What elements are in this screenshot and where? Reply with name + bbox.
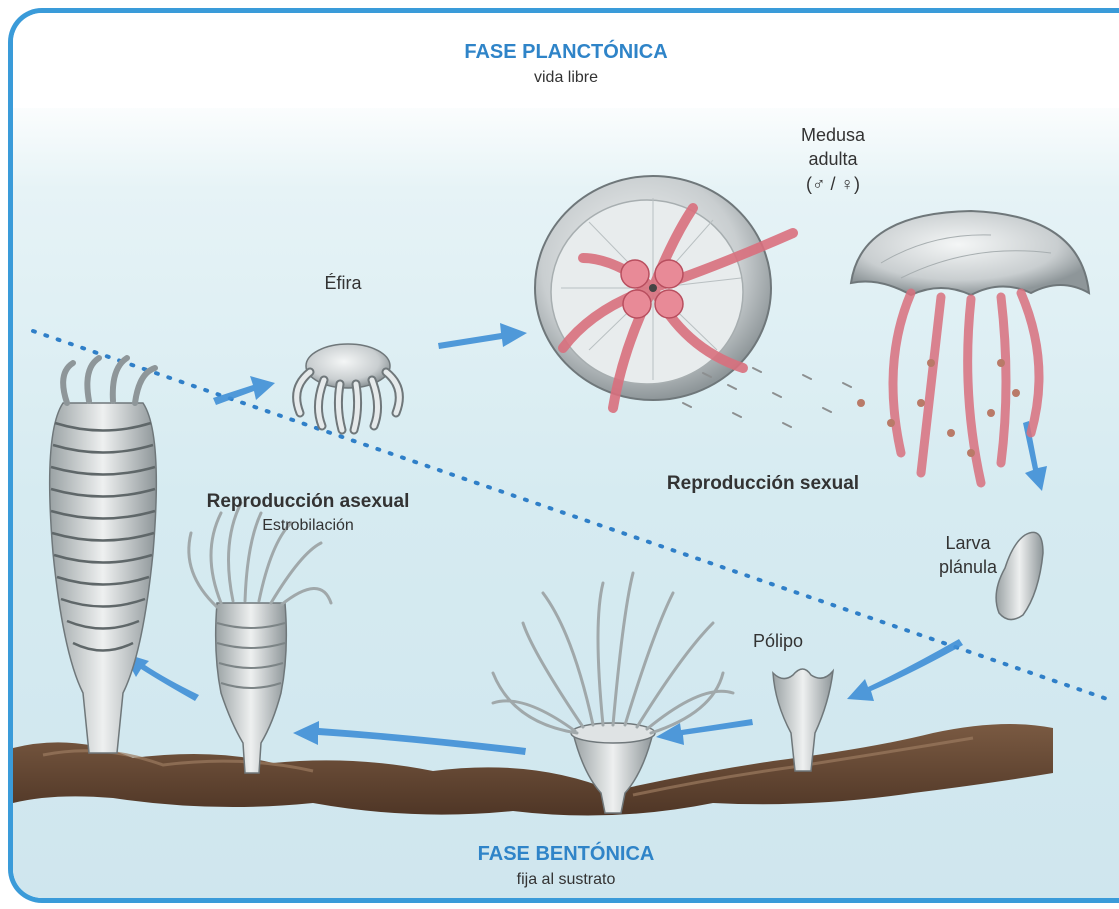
benthic-phase-title: FASE BENTÓNICA xyxy=(13,841,1119,868)
adult-medusa-label-line1: Medusa xyxy=(773,123,893,147)
larva-label: Larva plánula xyxy=(918,531,1018,580)
larva-label-line1: Larva xyxy=(918,531,1018,555)
planktonic-phase-subtitle: vida libre xyxy=(13,67,1119,89)
ephyra-label: Éfira xyxy=(293,271,393,295)
strobilation-label: Estrobilación xyxy=(178,515,438,537)
sexual-reproduction-label: Reproducción sexual xyxy=(633,471,893,497)
benthic-phase-subtitle: fija al sustrato xyxy=(13,869,1119,891)
diagram-frame: FASE PLANCTÓNICA vida libre Medusa adult… xyxy=(8,8,1119,903)
adult-medusa-label-line2: adulta xyxy=(773,147,893,171)
adult-medusa-label: Medusa adulta (♂ / ♀) xyxy=(773,123,893,196)
planktonic-phase-title: FASE PLANCTÓNICA xyxy=(13,39,1119,66)
polyp-label: Pólipo xyxy=(728,629,828,653)
adult-medusa-label-line3: (♂ / ♀) xyxy=(773,172,893,196)
larva-label-line2: plánula xyxy=(918,555,1018,579)
life-cycle-illustration xyxy=(13,13,1119,903)
asexual-reproduction-label: Reproducción asexual xyxy=(178,489,438,515)
